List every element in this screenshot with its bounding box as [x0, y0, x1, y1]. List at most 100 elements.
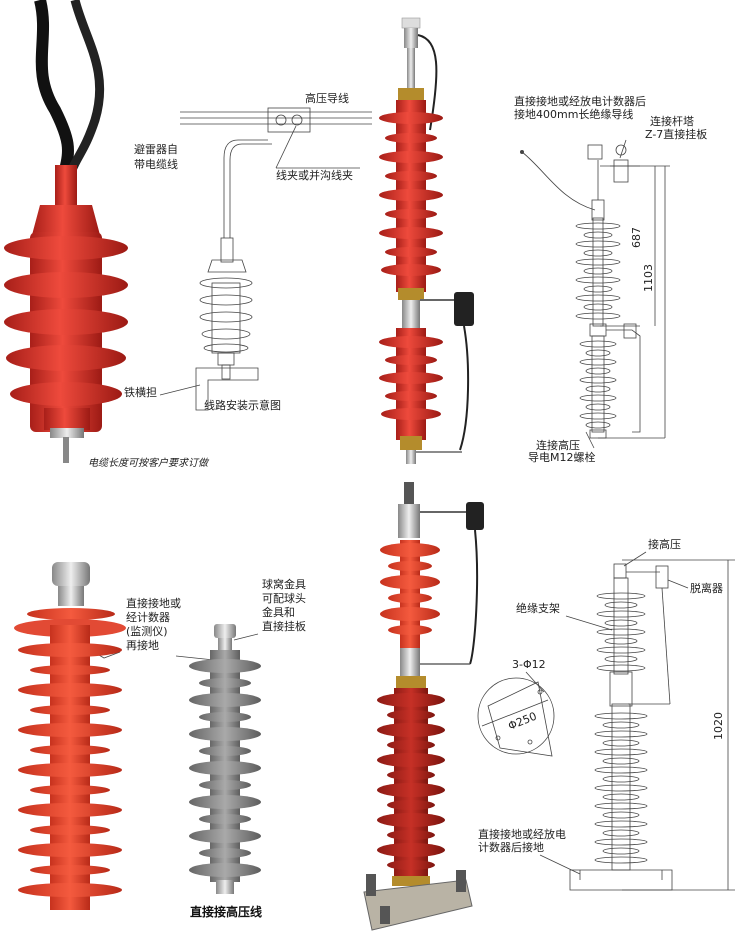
- cable: [34, 0, 74, 172]
- shed-outline: [585, 349, 611, 357]
- shed-outline: [602, 739, 640, 747]
- shed-outline: [602, 757, 640, 765]
- orange-arrester-sheds: [18, 643, 122, 897]
- base-plate-circle: [477, 677, 555, 755]
- shed-outline: [594, 766, 648, 774]
- cable-loop: [67, 0, 105, 172]
- shed-outline: [575, 294, 621, 302]
- shed: [380, 607, 440, 621]
- dim-1103: 1103: [642, 264, 655, 292]
- label-hv-1: 连接高压: [536, 438, 580, 452]
- label-hv: 接高压: [648, 537, 681, 551]
- shed-outline: [604, 601, 638, 609]
- dim-1020: 1020: [712, 712, 725, 740]
- shed-outline: [594, 802, 648, 810]
- shed-outline: [579, 412, 617, 420]
- label-ground-2: 接地400mm长绝缘导线: [514, 107, 633, 121]
- diagram4-upper-sheds: [596, 592, 646, 672]
- label-ground-2: 计数器后接地: [478, 841, 544, 854]
- shed: [377, 753, 445, 767]
- shed: [189, 727, 261, 741]
- shed: [18, 683, 122, 697]
- shed-outline: [602, 775, 640, 783]
- shed: [380, 575, 440, 589]
- shed: [30, 705, 110, 715]
- shed: [377, 813, 445, 827]
- shed-outline: [602, 793, 640, 801]
- shed: [189, 761, 261, 775]
- label-right-3: 金具和: [262, 605, 295, 619]
- label-right-4: 直接挂板: [262, 619, 306, 633]
- caption-direct-hv: 直接接高压线: [190, 904, 262, 919]
- shed: [377, 693, 445, 707]
- station-lower-sheds: [377, 693, 445, 870]
- shed: [377, 843, 445, 857]
- panel-cable-arrester: 高压导线 线夹或并沟线夹 避雷器自 带电缆线 铁横担 线路安装示意图 电缆长度可…: [4, 0, 372, 469]
- shed-outline: [575, 258, 621, 266]
- base-plate: [569, 869, 673, 891]
- shed-outline: [579, 358, 617, 366]
- shed: [18, 843, 122, 857]
- wire-clamp: [267, 107, 311, 133]
- shed-outline: [594, 748, 648, 756]
- red-arrester-photo: [4, 165, 128, 463]
- shed-outline: [579, 340, 617, 348]
- shed-outline: [602, 847, 640, 855]
- panel-suspension-dim-diagram: 687 1103 直接接地或经放电计数器后 接地400mm长绝缘导线 连接杆塔 …: [514, 94, 707, 464]
- shed-outline: [604, 619, 638, 627]
- shed: [387, 710, 435, 720]
- label-clamp: 线夹或并沟线夹: [276, 168, 353, 182]
- shed: [380, 543, 440, 557]
- station-upper-sheds: [380, 543, 440, 635]
- shed-outline: [596, 610, 646, 618]
- label-cable-1: 避雷器自: [134, 142, 178, 156]
- shed-outline: [596, 664, 646, 672]
- shed: [199, 780, 251, 790]
- label-ground-1: 直接接地或经放电: [478, 827, 566, 841]
- shed-outline: [575, 222, 621, 230]
- shed-outline: [583, 231, 613, 239]
- shed-outline: [602, 811, 640, 819]
- shed: [189, 795, 261, 809]
- shed: [377, 723, 445, 737]
- label-left-4: 再接地: [126, 639, 159, 652]
- panel-suspension-arrester-photo: [379, 17, 474, 464]
- label-left-3: (监测仪): [126, 625, 168, 638]
- shed: [388, 625, 432, 635]
- shed: [18, 643, 122, 657]
- shed-outline: [583, 249, 613, 257]
- shed-outline: [596, 628, 646, 636]
- shed-outline: [602, 721, 640, 729]
- shed: [199, 848, 251, 858]
- shed: [199, 712, 251, 722]
- label-conductor: 高压导线: [305, 91, 349, 105]
- shed: [388, 593, 432, 603]
- label-tower-1: 连接杆塔: [650, 114, 694, 128]
- shed-outline: [585, 385, 611, 393]
- shed: [30, 745, 110, 755]
- shed-outline: [594, 820, 648, 828]
- shed: [387, 770, 435, 780]
- shed-outline: [579, 394, 617, 402]
- label-cable-2: 带电缆线: [134, 157, 178, 171]
- shed-outline: [585, 421, 611, 429]
- shed: [199, 746, 251, 756]
- label-right-2: 可配球头: [262, 591, 306, 605]
- diagram4-lower-sheds: [594, 712, 648, 864]
- label-left-1: 直接接地或: [126, 596, 181, 610]
- label-right-1: 球窝金具: [262, 577, 306, 591]
- shed: [387, 800, 435, 810]
- shed-outline: [583, 285, 613, 293]
- shed-outline: [575, 312, 621, 320]
- label-disconnector: 脱离器: [690, 581, 723, 595]
- shed-outline: [604, 637, 638, 645]
- shed: [199, 678, 251, 688]
- shed-outline: [585, 367, 611, 375]
- shed: [18, 803, 122, 817]
- label-tower-2: Z-7直接挂板: [645, 127, 707, 141]
- shed: [30, 825, 110, 835]
- shed: [18, 763, 122, 777]
- label-ground-1: 直接接地或经放电计数器后: [514, 94, 646, 108]
- shed: [189, 659, 261, 673]
- shed: [387, 740, 435, 750]
